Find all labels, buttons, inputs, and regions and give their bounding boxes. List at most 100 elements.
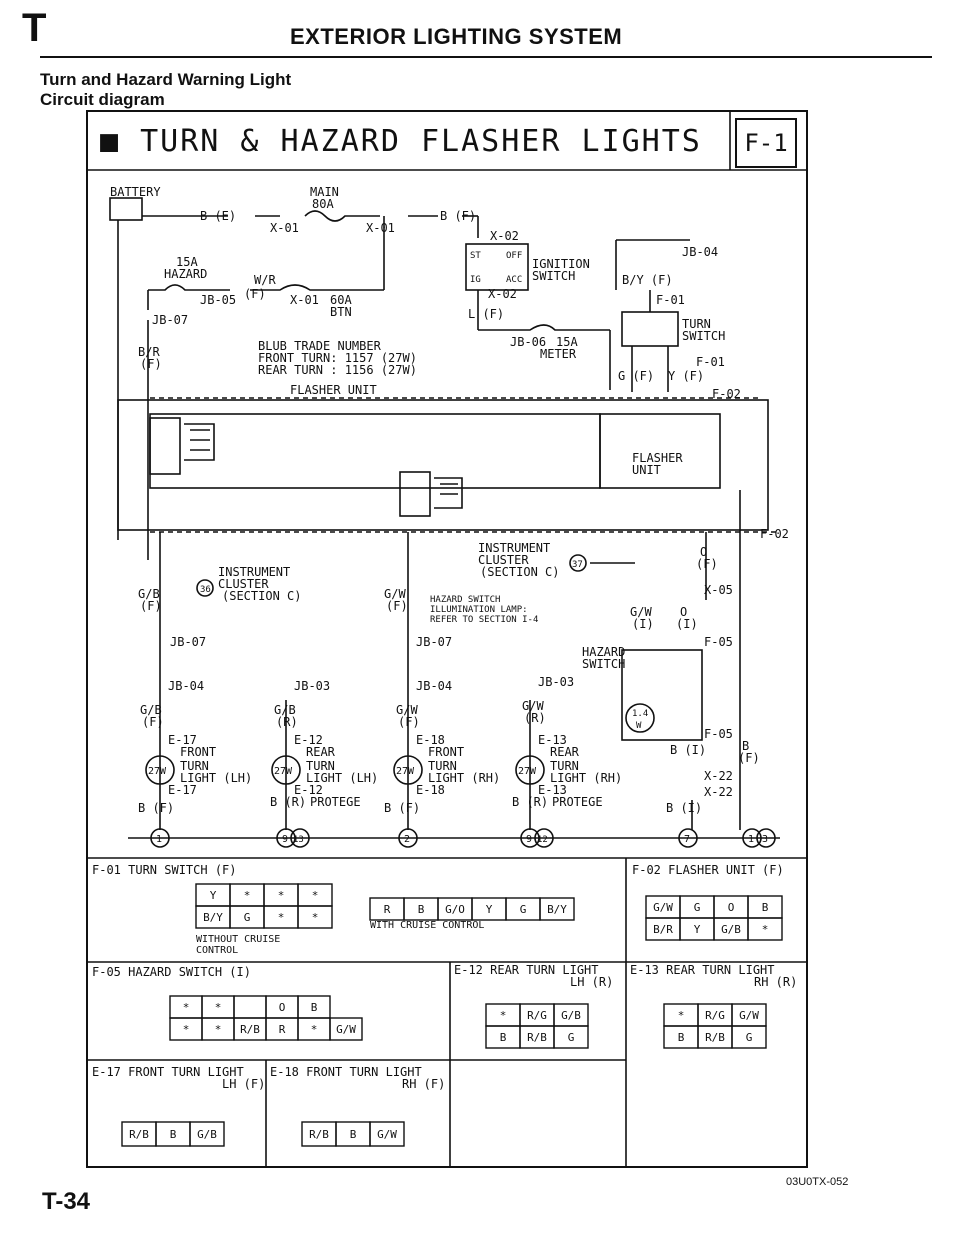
ic37-number: 37 xyxy=(572,560,583,570)
pin-wire-color: G xyxy=(746,1031,753,1044)
flasher-unit-1: FLASHER xyxy=(632,451,683,465)
wire-b-f2-sub: (F) xyxy=(738,751,760,765)
lamp-e17-side: LIGHT (LH) xyxy=(180,771,252,785)
pin-wire-color: G/W xyxy=(336,1023,356,1036)
jb06-label: JB-06 xyxy=(510,335,546,349)
wire-b-r-sub: (F) xyxy=(140,357,162,371)
e17-conn-title-2: LH (F) xyxy=(222,1077,265,1091)
btn-rating: 60A xyxy=(330,293,352,307)
pin-wire-color: R/B xyxy=(527,1031,547,1044)
page-number: T-34 xyxy=(42,1188,91,1215)
f02-mid: F-02 xyxy=(760,527,789,541)
conn-x05: X-05 xyxy=(704,583,733,597)
pin-cell xyxy=(189,1121,225,1147)
bulb-note-3: REAR TURN : 1156 (27W) xyxy=(258,363,417,377)
f05-label-b: F-05 xyxy=(704,727,733,741)
wire-b-r: B/R xyxy=(138,345,160,359)
f01-label-b: F-01 xyxy=(696,355,725,369)
e17-conn-title-1: E-17 FRONT TURN LIGHT xyxy=(92,1065,244,1079)
pin-wire-color: R xyxy=(384,903,391,916)
wire-o-i-sub: (I) xyxy=(676,617,698,631)
lamp-e17-pos: FRONT xyxy=(180,745,216,759)
wire-gb-2: G/B xyxy=(274,703,296,717)
pin-wire-color: B/Y xyxy=(203,911,223,924)
ig-ig: IG xyxy=(470,275,481,285)
hazard-switch-2: SWITCH xyxy=(582,657,625,671)
ground-1: 1 xyxy=(156,834,162,845)
e12-conn-title-2: LH (R) xyxy=(570,975,613,989)
f01-label: F-01 xyxy=(656,293,685,307)
jb05-label: JB-05 xyxy=(200,293,236,307)
pin-wire-color: * xyxy=(215,1001,222,1014)
lamp-e12-side: LIGHT (LH) xyxy=(306,771,378,785)
f01-note-1: WITHOUT CRUISE xyxy=(196,934,280,945)
pin-cell xyxy=(233,995,267,1019)
ic36-line2: CLUSTER xyxy=(218,577,269,591)
wire-gw-1-sub: (F) xyxy=(398,715,420,729)
f01-cruise-note: WITH CRUISE CONTROL xyxy=(370,920,484,931)
ic37-line3: (SECTION C) xyxy=(480,565,559,579)
pin-wire-color: * xyxy=(762,923,769,936)
hazard-note-2: ILLUMINATION LAMP: xyxy=(430,605,528,615)
hazard-switch-1: HAZARD xyxy=(582,645,625,659)
ground-12: 12 xyxy=(537,835,548,845)
pin-wire-color: * xyxy=(678,1009,685,1022)
f01-note-2: CONTROL xyxy=(196,945,238,956)
conn-x01-a: X-01 xyxy=(270,221,299,235)
conn-x02-a: X-02 xyxy=(490,229,519,243)
e18-conn-title-2: RH (F) xyxy=(402,1077,445,1091)
jb04-left: JB-04 xyxy=(168,679,204,693)
pin-wire-color: * xyxy=(215,1023,222,1036)
wire-gb-2-sub: (R) xyxy=(276,715,298,729)
diagram-code: F-1 xyxy=(735,118,797,168)
pin-wire-color: G/W xyxy=(653,901,673,914)
pin-wire-color: R/B xyxy=(705,1031,725,1044)
main-fuse-rating: 80A xyxy=(312,197,334,211)
f02-conn-title: F-02 FLASHER UNIT (F) xyxy=(632,863,784,877)
turn-switch-1: TURN xyxy=(682,317,711,331)
wire-o: O xyxy=(700,545,707,559)
e13-label: E-13 xyxy=(538,733,567,747)
wire-y-f: Y (F) xyxy=(668,369,704,383)
pin-wire-color: B xyxy=(311,1001,318,1014)
jb03-left: JB-03 xyxy=(294,679,330,693)
ground-wire-4: B (R) xyxy=(512,795,548,809)
pin-wire-color: B xyxy=(762,901,769,914)
pin-wire-color: * xyxy=(278,889,285,902)
ground-13: 13 xyxy=(293,835,304,845)
wire-b-f: B (F) xyxy=(440,209,476,223)
pin-wire-color: G/O xyxy=(445,903,465,916)
jb04-top: JB-04 xyxy=(682,245,718,259)
pin-wire-color: G/B xyxy=(561,1009,581,1022)
f01-conn-title: F-01 TURN SWITCH (F) xyxy=(92,863,237,877)
pin-wire-color: O xyxy=(728,901,735,914)
pin-wire-color: R xyxy=(279,1023,286,1036)
pin-wire-color: O xyxy=(279,1001,286,1014)
pin-wire-color: * xyxy=(183,1001,190,1014)
lamp-e18-side: LIGHT (RH) xyxy=(428,771,500,785)
e12-label: E-12 xyxy=(294,733,323,747)
figure-id: 03U0TX-052 xyxy=(786,1176,849,1188)
main-fuse-label: MAIN xyxy=(310,185,339,199)
e12-conn-title-1: E-12 REAR TURN LIGHT xyxy=(454,963,599,977)
ground-wire-1: B (F) xyxy=(138,801,174,815)
chapter-title: EXTERIOR LIGHTING SYSTEM xyxy=(290,24,623,49)
jb06-rating: 15A xyxy=(556,335,578,349)
f05-label: F-05 xyxy=(704,635,733,649)
ignition-label-2: SWITCH xyxy=(532,269,575,283)
ground-wire-2: B (R) xyxy=(270,795,306,809)
conn-x01-b: X-01 xyxy=(366,221,395,235)
pin-wire-color: G xyxy=(520,903,527,916)
e13-conn-title-2: RH (R) xyxy=(754,975,797,989)
wire-gb-1: G/B xyxy=(140,703,162,717)
jb07-mid: JB-07 xyxy=(416,635,452,649)
pin-wire-color: G/B xyxy=(721,923,741,936)
pin-cell xyxy=(553,1025,589,1049)
wire-o-i: O xyxy=(680,605,687,619)
ground-wire-3: B (F) xyxy=(384,801,420,815)
pin-cell xyxy=(369,1121,405,1147)
